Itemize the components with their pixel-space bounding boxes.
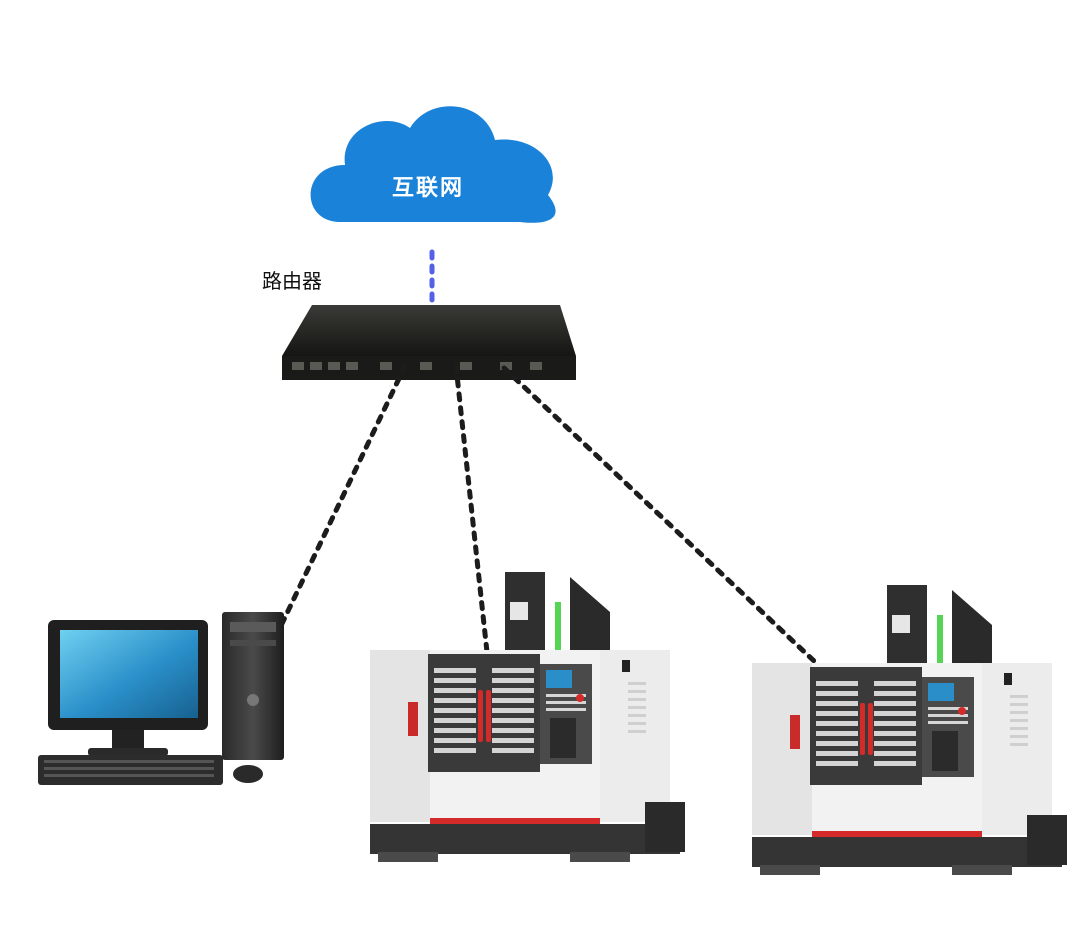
desktop-computer <box>38 612 284 785</box>
cnc-machine-1 <box>370 572 685 862</box>
cloud-shape <box>310 106 556 223</box>
cnc-machine-2 <box>752 585 1067 875</box>
internet-cloud: 互联网 <box>310 106 556 223</box>
pc-tower <box>222 612 284 760</box>
router-device <box>282 305 576 380</box>
link-to-computer <box>275 363 408 635</box>
router-label: 路由器 <box>262 269 322 293</box>
network-links <box>275 363 835 681</box>
link-to-machine-2 <box>501 365 835 681</box>
link-to-machine-1 <box>453 363 490 655</box>
mouse <box>233 765 263 783</box>
cloud-label: 互联网 <box>392 176 464 201</box>
monitor-screen <box>60 630 198 718</box>
